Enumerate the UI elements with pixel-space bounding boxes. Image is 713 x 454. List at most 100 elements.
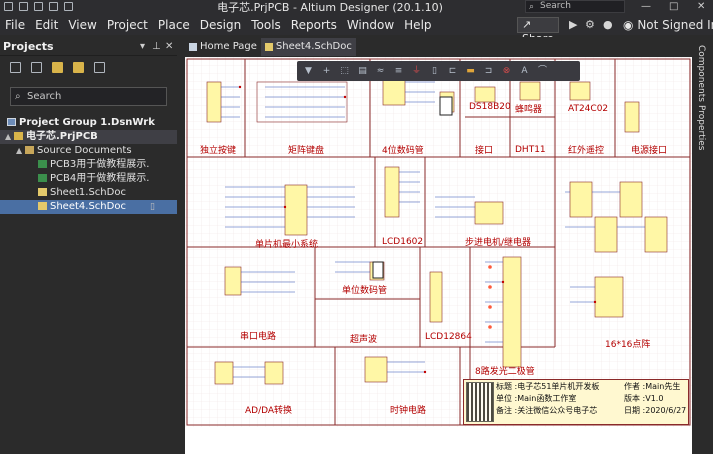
tab-home-page[interactable]: Home Page: [185, 38, 261, 56]
tree-item-pcb3[interactable]: PCB3用于做教程展示.: [0, 158, 177, 172]
harness-icon[interactable]: ⊐: [484, 65, 493, 76]
select-rect-icon[interactable]: ⬚: [340, 65, 349, 76]
gear-icon[interactable]: ⚙: [585, 18, 595, 31]
tree-item-project-group[interactable]: Project Group 1.DsnWrk: [0, 116, 177, 130]
pin-icon[interactable]: ⊥: [152, 41, 161, 52]
settings-icon[interactable]: [94, 61, 105, 73]
components-panel-tab[interactable]: Components: [696, 45, 706, 102]
schdoc-icon: [264, 43, 273, 51]
compile-icon[interactable]: [31, 61, 42, 73]
block-label: AT24C02: [568, 104, 609, 114]
tab-sheet4[interactable]: Sheet4.SchDoc: [260, 38, 356, 56]
properties-panel-tab[interactable]: Properties: [696, 105, 706, 151]
qr-code-image: [466, 382, 494, 422]
title-block: 标题 :电子芯51单片机开发板 作者 :Main先生 单位 :Main函数工作室…: [463, 379, 689, 425]
tree-item-project[interactable]: ▲电子芯.PrjPCB: [0, 130, 177, 144]
panel-menu-icon[interactable]: ▾: [140, 41, 146, 52]
user-icon[interactable]: ●: [603, 18, 613, 31]
tree-item-label: PCB3用于做教程展示.: [50, 159, 150, 170]
part-icon[interactable]: ▯: [432, 65, 437, 76]
tab-label: Home Page: [200, 41, 257, 52]
seven-segment-symbol-small: [372, 261, 384, 279]
block-label: 4位数码管: [382, 146, 424, 156]
plus-icon[interactable]: +: [322, 65, 331, 76]
save-project-icon[interactable]: [10, 61, 21, 73]
menu-window[interactable]: Window: [346, 18, 395, 32]
block-label: DHT11: [515, 145, 546, 155]
window-title: 电子芯.PrjPCB - Altium Designer (20.1.10): [217, 1, 443, 14]
block-label: 蜂鸣器: [515, 105, 543, 115]
junction-dots: [238, 85, 597, 374]
project-icon: [14, 132, 23, 140]
tree-item-sheet4[interactable]: Sheet4.SchDoc ▯: [0, 200, 177, 214]
wire-icon[interactable]: ≈: [376, 65, 385, 76]
menu-reports[interactable]: Reports: [290, 18, 337, 32]
menu-edit[interactable]: Edit: [35, 18, 59, 32]
block-label: 超声波: [350, 335, 378, 345]
pcb-doc-icon: [38, 160, 47, 168]
projects-panel: Projects ▾ ⊥ ✕ ⌕ Search Project Group 1.…: [0, 37, 177, 454]
tree-item-pcb4[interactable]: PCB4用于做教程展示.: [0, 172, 177, 186]
projects-panel-header: Projects ▾ ⊥ ✕: [0, 37, 177, 56]
title-block-author: 作者 :Main先生: [624, 382, 681, 391]
power-port-icon[interactable]: ⏚: [411, 65, 421, 76]
global-search-placeholder: Search: [540, 1, 571, 11]
filter-icon[interactable]: ▼: [305, 65, 312, 76]
net-label-icon[interactable]: ⊏: [448, 65, 457, 76]
save-all-icon[interactable]: [19, 2, 28, 11]
minimize-button[interactable]: —: [641, 1, 651, 12]
maximize-button[interactable]: □: [669, 1, 679, 12]
tree-item-label: Project Group 1.DsnWrk: [19, 117, 155, 128]
text-icon[interactable]: A: [521, 65, 528, 76]
schematic-canvas[interactable]: 独立按键 矩阵键盘 4位数码管 DS18B20 蜂鸣器 AT24C02 接口 D…: [185, 57, 692, 454]
open-folder-icon[interactable]: [52, 61, 63, 73]
tree-item-sheet1[interactable]: Sheet1.SchDoc: [0, 186, 177, 200]
folder-icon: [25, 146, 34, 154]
title-block-note: 备注 :关注微信公众号电子芯: [496, 406, 598, 415]
project-tree: Project Group 1.DsnWrk ▲电子芯.PrjPCB ▲ Sour…: [0, 116, 177, 214]
open-icon[interactable]: [34, 2, 43, 11]
title-block-date: 日期 :2020/6/27: [624, 406, 687, 415]
sheet-border: [186, 58, 691, 426]
bus-icon[interactable]: ≡: [394, 65, 403, 76]
global-search-input[interactable]: ⌕ Search: [525, 0, 625, 13]
project-group-icon: [7, 118, 16, 126]
align-icon[interactable]: ▤: [358, 65, 367, 76]
menu-tools[interactable]: Tools: [251, 18, 281, 32]
save-icon[interactable]: [4, 2, 13, 11]
document-tabs: Home Page Sheet4.SchDoc: [185, 37, 692, 56]
tree-item-label: Sheet1.SchDoc: [50, 187, 126, 198]
close-panel-icon[interactable]: ✕: [165, 41, 174, 52]
share-button[interactable]: ↗ Share: [517, 17, 559, 45]
chevron-down-icon[interactable]: ▲: [16, 146, 23, 155]
close-button[interactable]: ✕: [697, 1, 706, 12]
menu-project[interactable]: Project: [106, 18, 148, 32]
schdoc-icon: [38, 188, 47, 196]
menu-design[interactable]: Design: [199, 18, 242, 32]
search-icon: ⌕: [529, 2, 535, 12]
notifications-icon[interactable]: ▶: [569, 18, 578, 31]
projects-search-input[interactable]: ⌕ Search: [10, 87, 167, 106]
arc-icon[interactable]: ⌒: [537, 65, 547, 76]
port-icon[interactable]: ▬: [466, 65, 475, 76]
tab-label: Sheet4.SchDoc: [275, 41, 352, 52]
menu-help[interactable]: Help: [404, 18, 432, 32]
quick-access-toolbar: [4, 2, 73, 11]
block-label: 单位数码管: [342, 286, 388, 296]
chevron-down-icon[interactable]: ▲: [5, 132, 12, 141]
block-label: LCD1602: [382, 237, 424, 247]
menu-file[interactable]: File: [5, 18, 26, 32]
no-erc-icon[interactable]: ⊗: [502, 65, 511, 76]
account-status[interactable]: ◉ Not Signed In: [623, 15, 713, 35]
menu-view[interactable]: View: [68, 18, 97, 32]
menu-place[interactable]: Place: [157, 18, 190, 32]
tree-item-source-documents[interactable]: ▲ Source Documents: [0, 144, 177, 158]
block-label: 独立按键: [200, 146, 237, 156]
title-block-version: 版本 :V1.0: [624, 394, 664, 403]
redo-icon[interactable]: [64, 2, 73, 11]
share-icon: ↗: [522, 18, 532, 31]
project-options-icon[interactable]: [73, 61, 84, 73]
tree-item-label: Source Documents: [37, 145, 132, 156]
undo-icon[interactable]: [49, 2, 58, 11]
